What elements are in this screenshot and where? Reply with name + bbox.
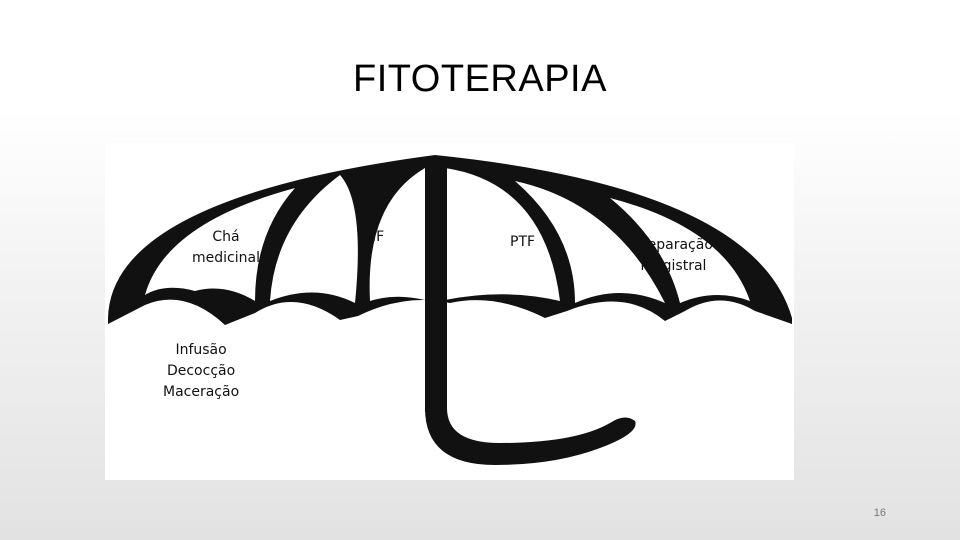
slide-title: FITOTERAPIA [353, 58, 607, 100]
page-number: 16 [873, 507, 886, 519]
label-preparos: Infusão Decocção Maceração [163, 342, 240, 400]
label-cha-medicinal: Chá medicinal [192, 229, 260, 266]
umbrella-icon [108, 155, 792, 465]
label-preparacao-magistral: Preparação magistral [634, 237, 713, 274]
label-mf: MF [364, 229, 385, 245]
label-ptf: PTF [510, 234, 536, 250]
umbrella-shaft [425, 157, 447, 412]
umbrella-diagram: Chá medicinal MF PTF Preparação magistra… [105, 143, 794, 480]
umbrella-handle [425, 408, 636, 465]
